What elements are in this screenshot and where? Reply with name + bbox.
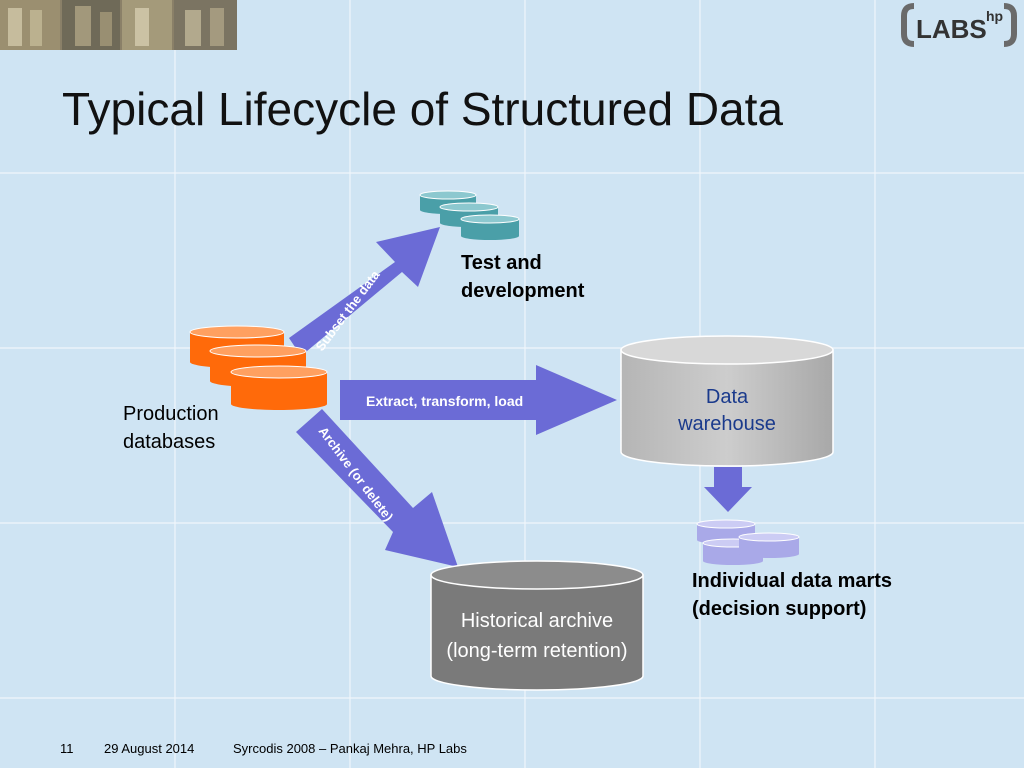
- production-label-line2: databases: [123, 431, 216, 453]
- production-label: Production databases: [123, 400, 219, 456]
- etl-arrow: Extract, transform, load: [340, 365, 617, 435]
- production-databases-icon: [189, 325, 328, 410]
- warehouse-label-line1: Data: [706, 386, 749, 408]
- test-label: Test and development: [461, 249, 584, 305]
- marts-label-line2: (decision support): [692, 598, 867, 620]
- header-image: [0, 0, 237, 50]
- archive-arrow: Archive (or delete): [296, 409, 458, 567]
- hp-labs-logo: LABS hp: [901, 3, 1017, 47]
- marts-arrow: [704, 467, 752, 512]
- production-label-line1: Production: [123, 403, 219, 425]
- archive-label-line1: Historical archive: [461, 610, 613, 632]
- marts-label: Individual data marts (decision support): [692, 567, 892, 623]
- warehouse-label-line2: warehouse: [677, 413, 776, 435]
- subset-arrow: Subset the data: [289, 227, 440, 356]
- etl-label: Extract, transform, load: [366, 393, 523, 409]
- footer-credit: Syrcodis 2008 – Pankaj Mehra, HP Labs: [233, 741, 467, 756]
- historical-archive-cylinder: Historical archive (long-term retention): [430, 560, 644, 691]
- logo-text: LABS: [916, 14, 987, 44]
- test-label-line1: Test and: [461, 252, 542, 274]
- data-marts-icon: [696, 519, 800, 565]
- page-number: 11: [60, 741, 74, 756]
- footer-date: 29 August 2014: [104, 741, 195, 756]
- test-databases-icon: [419, 190, 520, 240]
- logo-superscript: hp: [986, 8, 1003, 24]
- test-label-line2: development: [461, 280, 585, 302]
- marts-label-line1: Individual data marts: [692, 570, 893, 592]
- subset-label: Subset the data: [312, 267, 383, 354]
- archive-label: Archive (or delete): [316, 424, 397, 524]
- slide-title: Typical Lifecycle of Structured Data: [62, 83, 783, 135]
- archive-label-line2: (long-term retention): [446, 640, 627, 662]
- data-warehouse-cylinder: Data warehouse: [620, 335, 834, 467]
